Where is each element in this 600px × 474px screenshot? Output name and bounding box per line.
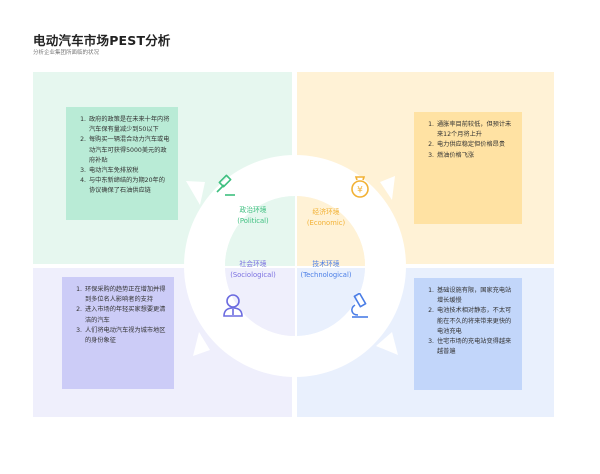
political-label-cn: 政治环境	[239, 206, 267, 214]
list-item: 每购买一辆混合动力汽车或电动汽车可获得5000美元的政府补贴	[88, 135, 170, 166]
person-icon	[223, 294, 243, 317]
political-label-en: (Political)	[237, 217, 269, 225]
list-item: 电力供应稳定但价格昂贵	[436, 140, 514, 150]
list-item: 电池技术相对静态，不太可能在不久的将来带来更快的电池充电	[436, 306, 514, 337]
list-item: 燃油价格飞涨	[436, 151, 514, 161]
list-item: 通胀率目前较低，但预计未来12个月将上升	[436, 120, 514, 140]
economic-label: 经济环境 (Economic)	[286, 207, 366, 229]
list-item: 住宅市场的充电站变得越来越普遍	[436, 337, 514, 357]
sociological-label-en: (Sociological)	[230, 271, 276, 279]
money-bag-icon: ¥	[351, 176, 369, 198]
list-item: 政府的政策是在未来十年内将汽车保有量减少到50以下	[88, 115, 170, 135]
microscope-icon	[351, 293, 368, 318]
list-item: 人们将电动汽车视为城市地区的身份象征	[84, 326, 166, 346]
sociological-label-cn: 社会环境	[239, 260, 267, 268]
page-title: 电动汽车市场PEST分析	[33, 33, 171, 48]
gavel-icon	[216, 174, 235, 196]
technological-label-en: (Technological)	[300, 271, 352, 279]
sociological-label: 社会环境 (Sociological)	[213, 259, 293, 281]
sociological-factors-box: 环保采购的趋势正在增加并得到多位名人影响者的支持 进入市场的年轻买家想要更清洁的…	[62, 277, 174, 389]
political-factors-box: 政府的政策是在未来十年内将汽车保有量减少到50以下 每购买一辆混合动力汽车或电动…	[66, 107, 178, 220]
technological-label-cn: 技术环境	[312, 260, 340, 268]
list-item: 电动汽车免排放税	[88, 166, 170, 176]
technological-factors-box: 基础设施有限，国家充电站增长缓慢 电池技术相对静态，不太可能在不久的将来带来更快…	[414, 278, 522, 390]
technological-label: 技术环境 (Technological)	[286, 259, 366, 281]
list-item: 进入市场的年轻买家想要更清洁的汽车	[84, 305, 166, 325]
list-item: 与中东新缔结的为期20年的协议确保了石油供应链	[88, 176, 170, 196]
list-item: 环保采购的趋势正在增加并得到多位名人影响者的支持	[84, 285, 166, 305]
political-label: 政治环境 (Political)	[213, 205, 293, 227]
economic-label-cn: 经济环境	[312, 208, 340, 216]
economic-factors-box: 通胀率目前较低，但预计未来12个月将上升 电力供应稳定但价格昂贵 燃油价格飞涨	[414, 112, 522, 224]
list-item: 基础设施有限，国家充电站增长缓慢	[436, 286, 514, 306]
page-subtitle: 分析企业集团所面临的状况	[33, 50, 100, 56]
economic-label-en: (Economic)	[306, 219, 346, 227]
svg-text:¥: ¥	[357, 186, 363, 196]
